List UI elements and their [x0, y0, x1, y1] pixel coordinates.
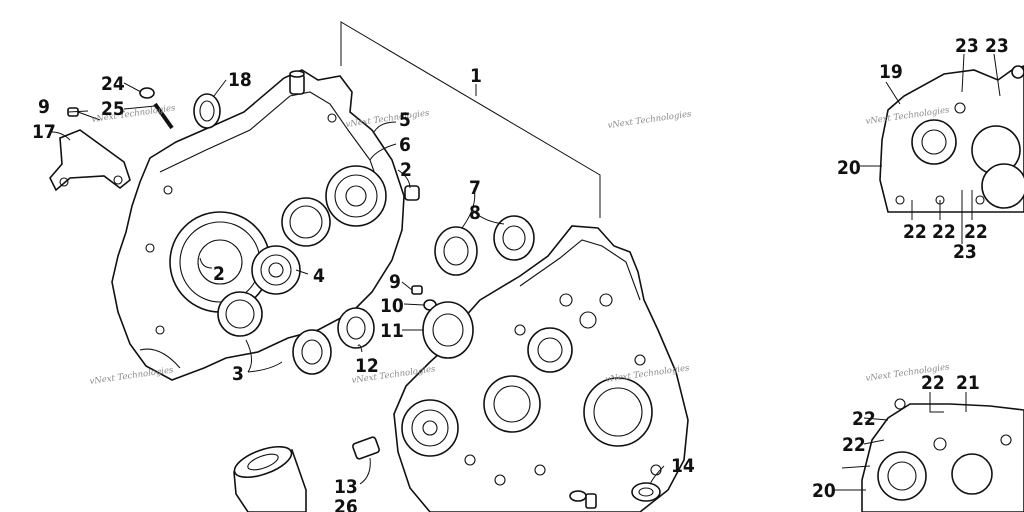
callout-19: 19	[879, 61, 903, 83]
callout-22: 22	[903, 221, 927, 243]
callout-8: 8	[469, 202, 481, 224]
left-crankcase-half	[111, 69, 405, 381]
callout-7: 7	[469, 177, 481, 199]
assembly-bracket	[340, 21, 601, 218]
right-upper-case-view	[879, 65, 1024, 213]
callout-3: 3	[232, 363, 244, 385]
callout-2: 2	[213, 263, 225, 285]
callout-9: 9	[389, 271, 401, 293]
callout-24: 24	[101, 73, 125, 95]
callout-26: 26	[334, 496, 358, 512]
callout-22: 22	[842, 434, 866, 456]
callout-20: 20	[837, 157, 861, 179]
callout-22: 22	[964, 221, 988, 243]
callout-20: 20	[812, 480, 836, 502]
watermark-text: vNext Technologies	[345, 108, 431, 130]
callout-25: 25	[101, 98, 125, 120]
watermark-text: vNext Technologies	[607, 109, 693, 131]
callout-23: 23	[985, 35, 1009, 57]
oil-filter	[233, 445, 307, 512]
callout-23: 23	[955, 35, 979, 57]
callout-18: 18	[228, 69, 252, 91]
callout-21: 21	[956, 372, 980, 394]
callout-5: 5	[399, 109, 411, 131]
callout-6: 6	[399, 134, 411, 156]
callout-12: 12	[355, 355, 379, 377]
callout-11: 11	[380, 320, 404, 342]
callout-4: 4	[313, 265, 325, 287]
callout-22: 22	[852, 408, 876, 430]
leader-lines	[51, 53, 1001, 491]
small-parts	[49, 87, 661, 509]
callout-10: 10	[380, 295, 404, 317]
callout-labels: 1 2 2 3 4 5 6 7 8 9 9 10 11 12 13 14 17 …	[32, 35, 1009, 512]
callout-23: 23	[953, 241, 977, 263]
callout-22: 22	[921, 372, 945, 394]
callout-9: 9	[38, 96, 50, 118]
callout-2: 2	[400, 159, 412, 181]
callout-17: 17	[32, 121, 56, 143]
right-crankcase-half	[393, 225, 689, 512]
callout-1: 1	[470, 65, 482, 87]
callout-22: 22	[932, 221, 956, 243]
watermark-text: vNext Technologies	[89, 365, 175, 387]
callout-13: 13	[334, 476, 358, 498]
right-lower-case-view	[861, 398, 1024, 512]
callout-14: 14	[671, 455, 695, 477]
